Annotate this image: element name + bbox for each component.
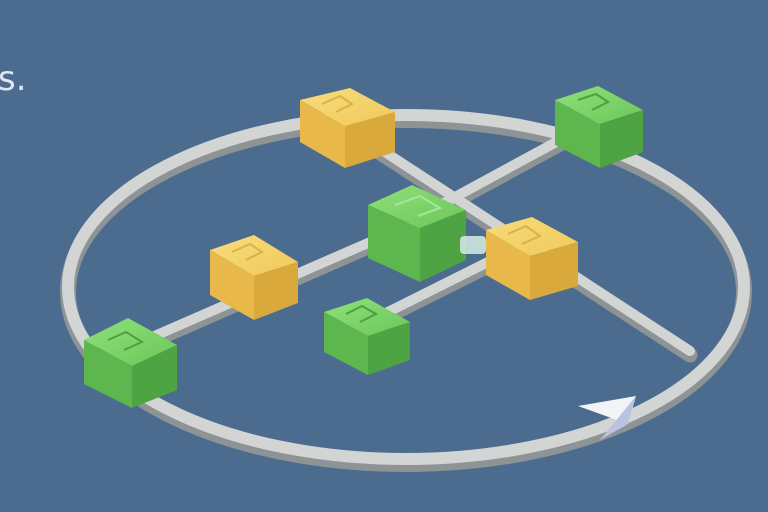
node-left-yellow[interactable] xyxy=(210,235,298,320)
node-center-green[interactable] xyxy=(368,185,486,282)
node-right-yellow[interactable] xyxy=(486,217,578,300)
ring-track xyxy=(60,109,752,472)
node-top-yellow[interactable] xyxy=(300,88,395,168)
port-connector xyxy=(460,236,486,254)
node-mid-green[interactable] xyxy=(324,298,410,375)
caption-fragment: s. xyxy=(0,59,27,99)
node-top-right-green[interactable] xyxy=(555,86,643,168)
node-bottom-left-green[interactable] xyxy=(84,318,177,408)
clockwise-arrow-icon xyxy=(578,396,636,440)
